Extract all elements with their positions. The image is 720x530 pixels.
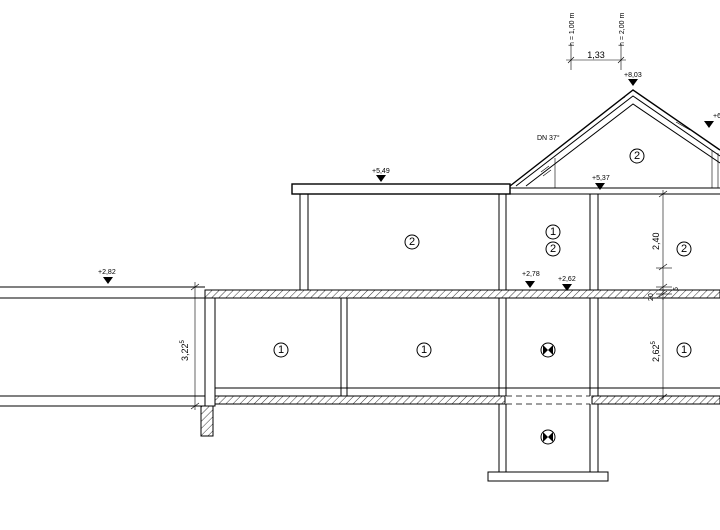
level-ridge-label: +8,03 — [624, 72, 642, 79]
room-number-circle — [273, 342, 289, 358]
top-dimension-label-right: h = 2,00 m — [619, 13, 626, 46]
room-number-circle — [404, 234, 420, 250]
room-upper-right-label: 2 — [681, 243, 687, 255]
room-number-circle — [545, 224, 561, 240]
top-dimension-width: 1,33 — [587, 50, 605, 60]
basement-shaft — [487, 404, 609, 482]
dimension-upper-height: 2,40 20 5 — [648, 190, 680, 301]
top-dimension: h = 1,00 m h = 2,00 m 1,33 — [566, 13, 626, 70]
level-floor-b-label: +2,62 — [558, 276, 576, 283]
roof-pitch-label: DN 37° — [537, 134, 560, 142]
room-attic-label: 2 — [634, 150, 640, 162]
level-upper-floor-label: +5,49 — [372, 168, 390, 175]
level-eaves-label: +5,37 — [592, 175, 610, 182]
level-marker-left-terrain: +2,82 — [98, 269, 116, 284]
room-number-circle — [629, 148, 645, 164]
dimension-lower-height-right: 2,625 — [651, 298, 672, 401]
dimension-lower-height-left-label: 3,225 — [180, 339, 190, 361]
level-floor-a-label: +2,78 — [522, 271, 540, 278]
room-upper-stair-1-label: 1 — [550, 226, 556, 238]
level-marker-upper-floor: +5,49 — [372, 168, 390, 182]
room-number-circle — [545, 241, 561, 257]
level-marker-eaves: +5,37 — [592, 175, 610, 190]
ceiling-fixture-icon — [540, 342, 556, 358]
dimension-upper-height-label: 2,40 — [651, 232, 661, 250]
room-upper-stair-2-label: 2 — [550, 243, 556, 255]
lower-floor — [0, 297, 720, 437]
upper-floor — [291, 183, 720, 290]
room-lower-right-label: 1 — [681, 344, 687, 356]
level-marker-roof-right: +6 — [704, 113, 720, 128]
room-upper-mid-label: 2 — [409, 236, 415, 248]
level-marker-floor-a: +2,78 — [522, 271, 540, 288]
dimension-lower-height-right-label: 2,625 — [651, 340, 661, 362]
top-dimension-label-left: h = 1,00 m — [569, 13, 576, 46]
dimension-slab-5-label: 5 — [673, 287, 680, 291]
room-number-circle — [416, 342, 432, 358]
room-lower-1-label: 1 — [278, 344, 284, 356]
ceiling-fixture-icon — [540, 429, 556, 445]
room-lower-2-label: 1 — [421, 344, 427, 356]
level-marker-floor-b: +2,62 — [558, 276, 576, 291]
dimension-lower-height-left: 3,225 — [180, 282, 203, 410]
roof — [509, 89, 720, 188]
level-roof-right-label: +6 — [713, 113, 720, 120]
level-left-terrain-label: +2,82 — [98, 269, 116, 276]
level-marker-ridge: +8,03 — [624, 72, 642, 86]
room-number-circle — [676, 241, 692, 257]
middle-slab — [0, 286, 720, 299]
room-number-circle — [676, 342, 692, 358]
